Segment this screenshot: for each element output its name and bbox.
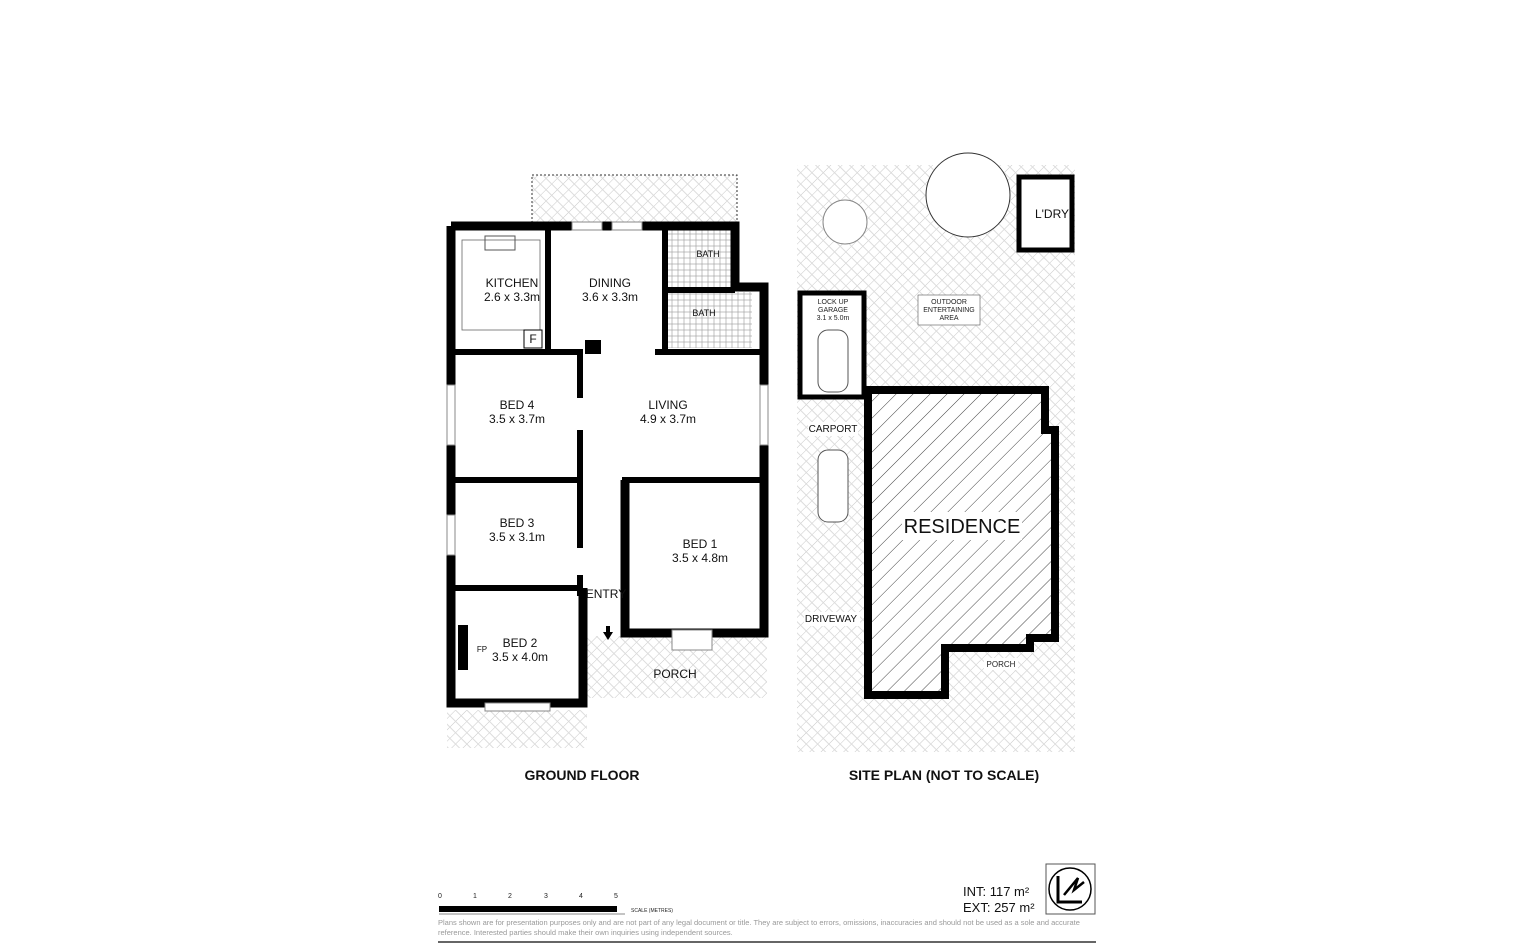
car-icon [817, 329, 849, 393]
room-size-kitchen: 2.6 x 3.3m [484, 290, 540, 304]
driveway-label: DRIVEWAY [805, 614, 858, 625]
room-name-bed4: BED 4 [500, 398, 535, 412]
rear-deck [531, 174, 738, 223]
ground-floor-title: GROUND FLOOR [524, 767, 639, 783]
fridge [523, 329, 543, 349]
fridge-label: F [529, 332, 536, 346]
room-size-bed3: 3.5 x 3.1m [489, 530, 545, 544]
room-name-bed1: BED 1 [683, 537, 718, 551]
bath-tiles [668, 230, 732, 288]
interior-walls [451, 230, 764, 670]
room-name-bath: BATH [692, 308, 715, 318]
scale-tick: 0 [438, 893, 442, 900]
laundry [1016, 174, 1075, 253]
room-size-dining: 3.6 x 3.3m [582, 290, 638, 304]
site-porch-label: PORCH [987, 660, 1016, 669]
fireplace [458, 625, 468, 670]
kitchen-bench [461, 239, 541, 331]
north-arrow-icon [1045, 863, 1096, 915]
car-icon [817, 449, 849, 523]
entry-arrow-icon [603, 626, 613, 640]
fireplace-label: FP [477, 645, 487, 654]
scale-tick: 5 [614, 893, 618, 900]
carport-label: CARPORT [809, 424, 858, 435]
room-size-living: 4.9 x 3.7m [640, 412, 696, 426]
tree-icon [822, 199, 868, 245]
label-bg [984, 658, 1018, 670]
room-name-living: LIVING [648, 398, 687, 412]
outdoor-label: ENTERTAINING [923, 307, 974, 314]
residence-label: RESIDENCE [904, 516, 1021, 538]
windows [446, 221, 769, 712]
scale-tick: 1 [473, 893, 477, 900]
room-name-kitchen: KITCHEN [486, 276, 539, 290]
external-area: EXT: 257 m² [963, 900, 1035, 915]
garage-label: LOCK UP [818, 299, 849, 306]
room-name-porch: PORCH [653, 667, 696, 681]
scale-tick: 2 [508, 893, 512, 900]
outdoor-label: OUTDOOR [931, 299, 967, 306]
residence [864, 386, 1059, 699]
residence-label-box [902, 512, 1022, 540]
tree-icon [925, 152, 1011, 238]
area-summary: INT: 117 m² EXT: 257 m² [963, 884, 1035, 916]
outdoor-area-label-box [917, 294, 981, 326]
garage-size: 3.1 x 5.0m [817, 315, 850, 322]
room-name-entry: ENTRY [586, 587, 626, 601]
room-name-bed2: BED 2 [503, 636, 538, 650]
room-name-dining: DINING [589, 276, 631, 290]
site-plan: L'DRY LOCK UP GARAGE 3.1 x 5.0m OUTDOOR … [797, 152, 1075, 783]
room-size-bed2: 3.5 x 4.0m [492, 650, 548, 664]
room-name-bath: BATH [696, 249, 719, 259]
ground-floor-plan: F KITCHEN 2.6 x 3.3m DINING 3.6 x 3.3m B… [446, 174, 769, 783]
laundry-label: L'DRY [1035, 207, 1069, 221]
label-bg [804, 612, 860, 626]
outdoor-label: AREA [939, 315, 958, 322]
disclaimer-text: Plans shown are for presentation purpose… [438, 918, 1080, 937]
room-size-bed1: 3.5 x 4.8m [672, 551, 728, 565]
scale-tick: 3 [544, 893, 548, 900]
sink-icon [484, 235, 516, 251]
bath-tiles [668, 292, 752, 348]
room-name-bed3: BED 3 [500, 516, 535, 530]
scale-tick: 4 [579, 893, 583, 900]
internal-area: INT: 117 m² [963, 884, 1030, 899]
label-bg [808, 422, 858, 436]
garage-label: GARAGE [818, 307, 848, 314]
scale-label: SCALE (METRES) [631, 908, 673, 914]
front-garden [447, 710, 587, 748]
scale-bar: 0 1 2 3 4 5 SCALE (METRES) [438, 893, 673, 915]
room-size-bed4: 3.5 x 3.7m [489, 412, 545, 426]
site-plan-title: SITE PLAN (NOT TO SCALE) [849, 767, 1039, 783]
